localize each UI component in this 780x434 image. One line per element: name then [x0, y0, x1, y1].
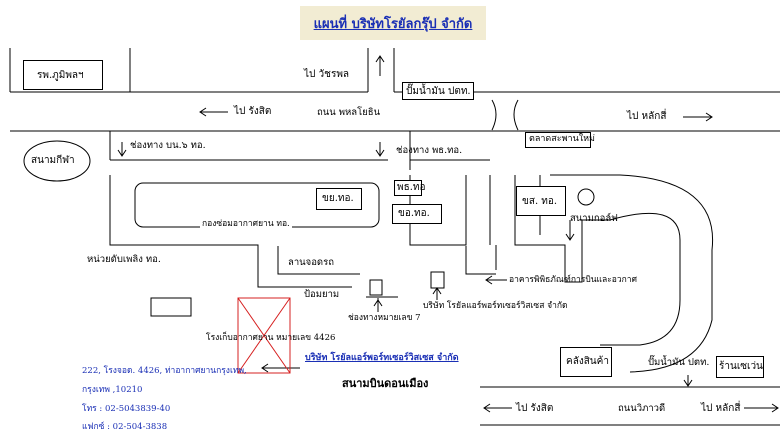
building-guard: [369, 279, 383, 296]
arrow-gas-bottom: [683, 375, 693, 387]
to-laksi-bottom-label: ไป หลักสี่: [701, 403, 741, 414]
to-rangsit-bottom-label: ไป รังสิต: [516, 403, 554, 414]
arrow-company: [261, 363, 300, 373]
road-phahon-label: ถนน พหลโยธิน: [317, 107, 381, 118]
shop-label: ร้านเซเว่น: [719, 361, 763, 372]
airport-label: สนามบินดอนเมือง: [342, 377, 429, 390]
arrow-watcharapol: [375, 55, 385, 76]
khybtor-box: [316, 188, 362, 210]
roundabout: [577, 188, 595, 206]
khybtor-label: ขย.ทอ.: [322, 193, 354, 204]
stadium-oval: [23, 140, 91, 182]
road-to-watcharapol: [129, 48, 395, 92]
building-museum-small: [430, 271, 445, 289]
company-link[interactable]: บริษัท โรยัลแอร์พอร์ทเซอร์วิสเซส จำกัด: [305, 353, 459, 363]
khortor-box: [516, 186, 566, 216]
hospital-box: [23, 60, 103, 90]
hangar-label: โรงเก็บอากาศยาน หมายเลข 4426: [206, 333, 336, 343]
hospital-label: รพ.ภูมิพลฯ: [37, 70, 84, 81]
arrow-laksi-bottom: [744, 403, 779, 413]
to-rangsit-top-label: ไป รังสิต: [234, 106, 272, 117]
arrow-golf: [565, 220, 575, 241]
museum-label: อาคารพิพิธภัณฑ์การบินและอวกาศ: [509, 275, 637, 285]
pstor-label: พธ.ทอ: [397, 182, 426, 193]
gas-station-bottom-label: ปั๊มน้ำมัน ปตท.: [648, 357, 710, 368]
golf-road: [514, 175, 681, 346]
address-line2: กรุงเทพ ,10210: [82, 385, 143, 395]
market-label: ตลาดสะพานใหม่: [529, 134, 595, 144]
gas-station-top-label: ปั๊มน้ำมัน ปตท.: [406, 86, 471, 97]
pstor-box: [394, 180, 422, 196]
to-watcharapol-label: ไป วัชรพล: [304, 69, 350, 80]
arrow-laksi-top: [683, 112, 713, 122]
arrow-gate7: [373, 298, 383, 312]
stadium-label: สนามกีฬา: [31, 155, 75, 166]
market-box: [525, 132, 591, 148]
guard-post-label: ป้อมยาม: [304, 289, 340, 300]
hangar-cross: [237, 297, 291, 374]
shop-box: [716, 356, 764, 378]
khotor-label: ขอ.ทอ.: [398, 208, 430, 219]
arrow-gate-bnl: [117, 142, 127, 157]
warehouse-box: [560, 347, 612, 377]
fuel-unit-label: หน่วยดับเพลิง ทอ.: [87, 254, 161, 265]
arrow-museum: [485, 275, 507, 285]
to-laksi-top-label: ไป หลักสี่: [627, 111, 667, 122]
golf-label: สนามกอล์ฟ: [570, 213, 618, 224]
parking-label: ลานจอดรถ: [288, 257, 334, 268]
map-title: แผนที่ บริษัทโรยัลกรุ๊ป จำกัด: [300, 6, 486, 40]
khortor-label: ขส. ทอ.: [522, 196, 558, 207]
address-line1: 222, โรงจอด. 4426, ท่าอากาศยานกรุงเทพ,: [82, 366, 247, 376]
arrow-royal-service: [432, 287, 442, 300]
gate-bnl-label: ช่องทาง บน.๖ ทอ.: [130, 140, 206, 151]
gate-pstor-label: ช่องทาง พธ.ทอ.: [396, 145, 463, 156]
arrow-rangsit-bottom: [483, 403, 512, 413]
warehouse-label: คลังสินค้า: [566, 356, 609, 367]
air-maint-label: กองซ่อมอากาศยาน ทอ.: [200, 219, 292, 229]
khotor-box: [392, 204, 442, 224]
building-blank: [150, 297, 192, 317]
arrow-rangsit-top: [199, 107, 228, 117]
road-lower: [277, 245, 497, 275]
inner-road-upper: [109, 131, 490, 170]
base-area: [109, 175, 491, 288]
gate7-label: ช่องทางหมายเลข 7: [348, 313, 421, 323]
road-vibhavadi-label: ถนนวิภาวดี: [618, 403, 666, 414]
arrow-gate-pstor: [375, 142, 385, 157]
address-phone: โทร : 02-5043839-40: [82, 404, 171, 414]
address-fax: แฟกซ์ : 02-504-3838: [82, 422, 168, 432]
royal-service-label: บริษัท โรยัลแอร์พอร์ทเซอร์วิสเซส จำกัด: [423, 301, 568, 311]
gas-station-top-box: [402, 82, 474, 100]
bridge-bracket: [491, 99, 519, 131]
map-title-text: แผนที่ บริษัทโรยัลกรุ๊ป จำกัด: [313, 16, 473, 32]
hangar-box: [237, 297, 291, 374]
